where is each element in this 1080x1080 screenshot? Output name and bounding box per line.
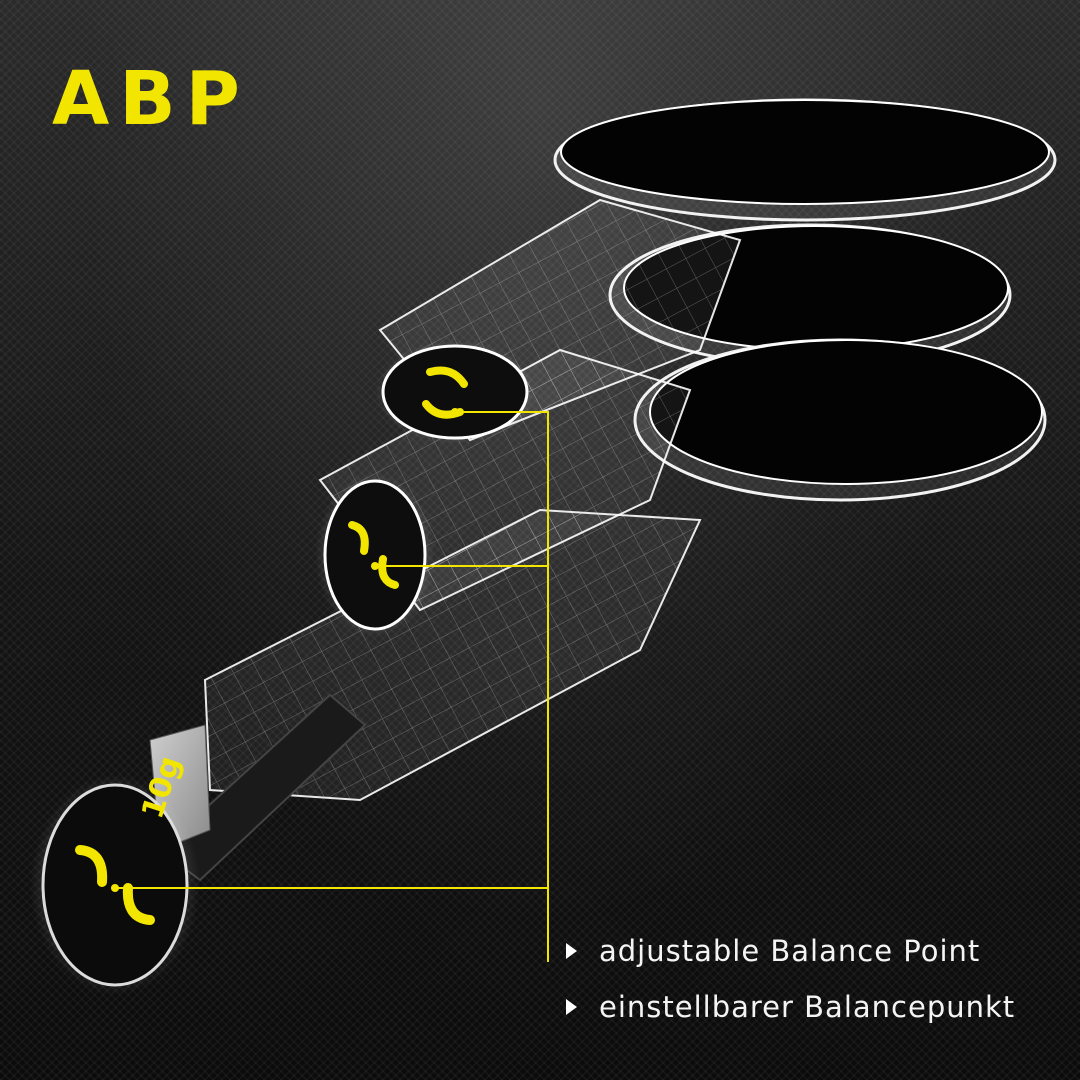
end-cap-top	[375, 340, 535, 444]
end-cap-middle	[315, 473, 435, 637]
feature-label: einstellbarer Balancepunkt	[599, 990, 1016, 1024]
paddle-blade-top	[553, 98, 1057, 222]
feature-list: adjustable Balance Point einstellbarer B…	[566, 932, 1015, 1044]
triangle-bullet-icon	[566, 999, 577, 1015]
brand-title: ABP	[52, 56, 250, 142]
feature-label: adjustable Balance Point	[599, 934, 981, 968]
callout-lines	[115, 411, 549, 962]
feature-item: einstellbarer Balancepunkt	[566, 988, 1015, 1026]
feature-item: adjustable Balance Point	[566, 932, 1015, 970]
triangle-bullet-icon	[566, 943, 577, 959]
callout-dots	[111, 408, 459, 892]
paddle-blade-bottom	[633, 338, 1047, 502]
